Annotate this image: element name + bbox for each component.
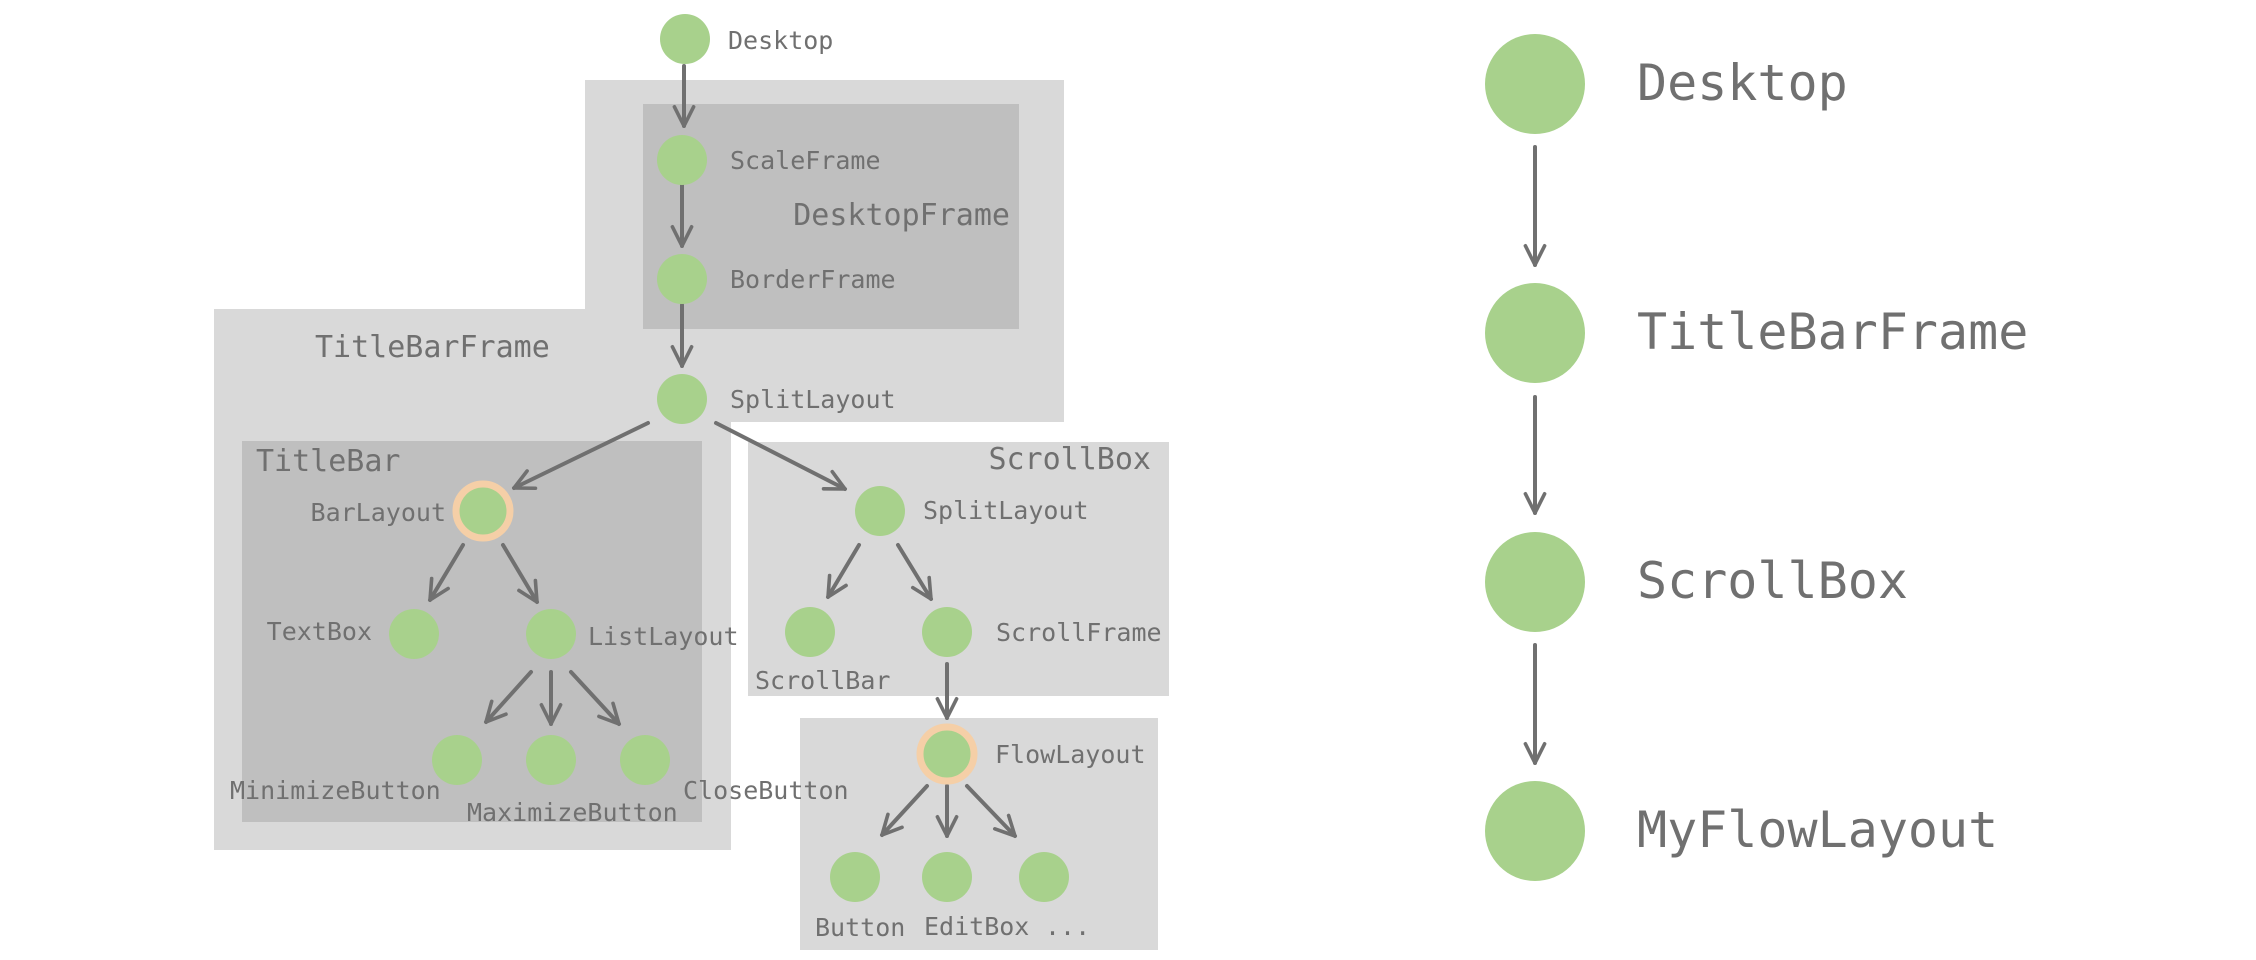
node-textbox	[389, 609, 439, 659]
label-titlebarframe: TitleBarFrame	[315, 330, 550, 365]
label-splitlayout-top: SplitLayout	[730, 385, 896, 414]
edge-flowlayout-more	[965, 784, 1017, 838]
tree-node-labels: Desktop ScaleFrame BorderFrame SplitLayo…	[230, 26, 1162, 942]
node-barlayout-highlight	[452, 480, 514, 542]
edge-barlayout-listlayout	[501, 543, 539, 604]
group-flowlayout	[800, 718, 1158, 950]
label-barlayout: BarLayout	[311, 498, 446, 527]
label-scaleframe: ScaleFrame	[730, 146, 881, 175]
chain-node-scrollbox	[1485, 532, 1585, 632]
node-listlayout	[526, 609, 576, 659]
chain-label-myflowlayout: MyFlowLayout	[1637, 801, 1998, 859]
chain-node-desktop	[1485, 34, 1585, 134]
node-flowlayout	[922, 729, 972, 779]
node-closebutton	[620, 735, 670, 785]
node-barlayout	[458, 486, 508, 536]
label-borderframe: BorderFrame	[730, 265, 896, 294]
edge-splitlayout-splitlayout	[714, 421, 847, 491]
node-scrollframe	[922, 607, 972, 657]
tree-nodes	[389, 14, 1069, 902]
chain-node-titlebarframe	[1485, 283, 1585, 383]
chain-label-titlebarframe: TitleBarFrame	[1637, 303, 2028, 361]
edge-listlayout-close	[569, 670, 621, 726]
group-scrollbox	[748, 442, 1169, 696]
node-splitlayout-inner	[855, 486, 905, 536]
label-listlayout: ListLayout	[588, 622, 739, 651]
label-scrollframe: ScrollFrame	[996, 618, 1162, 647]
label-button: Button	[815, 913, 905, 942]
edge-barlayout-textbox	[428, 543, 465, 602]
label-editbox: EditBox	[924, 912, 1029, 941]
chain-label-scrollbox: ScrollBox	[1637, 552, 1908, 610]
node-scaleframe	[657, 135, 707, 185]
chain-nodes	[1485, 34, 1585, 881]
edge-splitlayout-scrollbar	[826, 543, 861, 599]
node-flowlayout-highlight	[916, 723, 978, 785]
label-closebutton: CloseButton	[683, 776, 849, 805]
label-flowlayout: FlowLayout	[995, 740, 1146, 769]
label-desktop: Desktop	[728, 26, 833, 55]
chain-node-myflowlayout	[1485, 781, 1585, 881]
label-textbox: TextBox	[267, 617, 372, 646]
label-minimizebutton: MinimizeButton	[230, 776, 441, 805]
node-minimizebutton	[432, 735, 482, 785]
edge-splitlayout-barlayout	[512, 421, 650, 491]
label-more: ...	[1045, 912, 1090, 941]
label-scrollbox: ScrollBox	[988, 442, 1151, 477]
chain-labels: Desktop TitleBarFrame ScrollBox MyFlowLa…	[1637, 54, 2028, 859]
edge-flowlayout-button	[880, 784, 929, 837]
node-button	[830, 852, 880, 902]
node-desktop	[660, 14, 710, 64]
edge-listlayout-minimize	[484, 670, 533, 724]
label-splitlayout-inner: SplitLayout	[923, 496, 1089, 525]
edge-splitlayout-scrollframe	[896, 543, 933, 601]
label-maximizebutton: MaximizeButton	[467, 798, 678, 827]
node-editbox	[922, 852, 972, 902]
node-borderframe	[657, 254, 707, 304]
label-desktopframe: DesktopFrame	[793, 198, 1010, 233]
node-more	[1019, 852, 1069, 902]
node-maximizebutton	[526, 735, 576, 785]
chain-label-desktop: Desktop	[1637, 54, 1848, 112]
node-scrollbar	[785, 607, 835, 657]
label-scrollbar: ScrollBar	[755, 666, 890, 695]
label-titlebar: TitleBar	[256, 444, 401, 479]
group-desktopframe-inner	[643, 104, 1019, 329]
tree-edges	[428, 64, 1017, 838]
node-splitlayout-top	[657, 374, 707, 424]
